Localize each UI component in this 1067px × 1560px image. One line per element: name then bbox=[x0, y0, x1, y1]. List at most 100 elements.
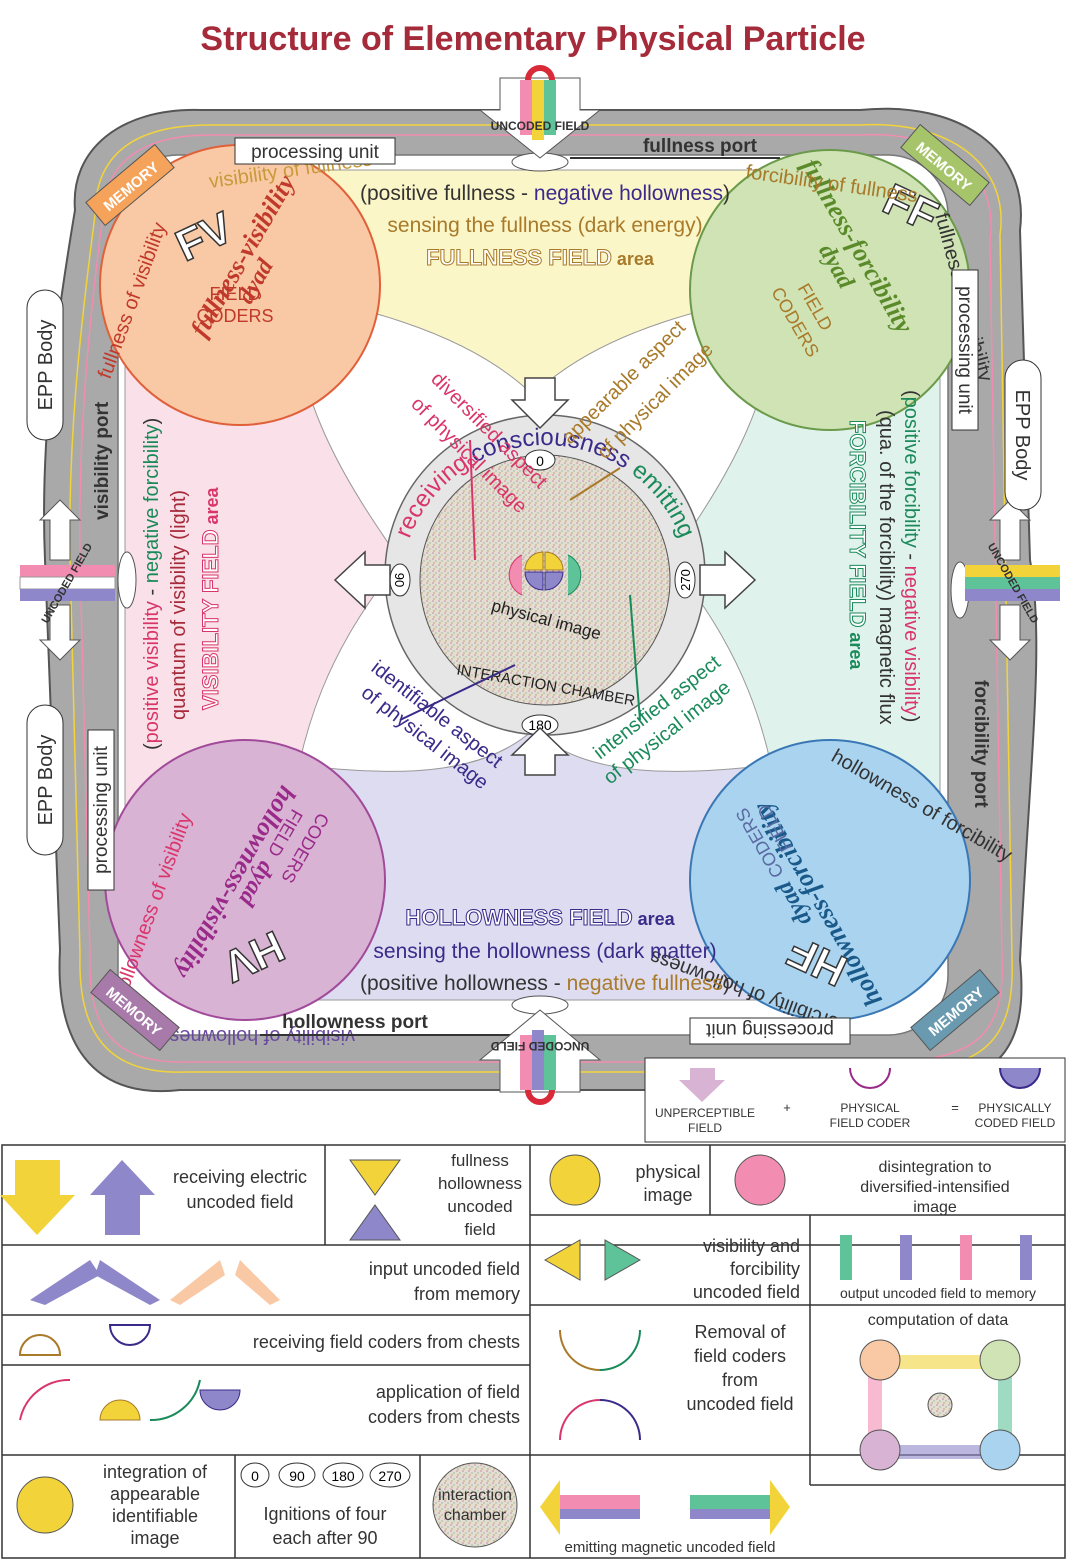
visibility-port-label: visibility port bbox=[92, 401, 113, 520]
legend-application: application of field coders from chests bbox=[19, 1378, 520, 1427]
hollowness-polarity: (positive hollowness - negative fullness… bbox=[360, 972, 730, 995]
visibility-port: visibility port bbox=[92, 401, 137, 609]
svg-text:processing unit: processing unit bbox=[954, 286, 975, 415]
svg-text:integration of: integration of bbox=[103, 1462, 208, 1482]
svg-text:UNPERCEPTIBLE: UNPERCEPTIBLE bbox=[655, 1106, 755, 1120]
left-uncoded-field-arrow: UNCODED FIELD bbox=[19, 499, 116, 661]
svg-text:uncoded: uncoded bbox=[447, 1197, 512, 1216]
svg-text:appearable: appearable bbox=[110, 1484, 200, 1504]
svg-text:FIELD: FIELD bbox=[688, 1121, 722, 1135]
forcibility-area-label: FORCIBILITY FIELD area bbox=[845, 420, 870, 670]
svg-text:from: from bbox=[722, 1370, 758, 1390]
ignition-270: 270 bbox=[678, 569, 693, 591]
svg-text:90: 90 bbox=[289, 1468, 305, 1484]
bottom-uncoded-label: UNCODED FIELD bbox=[490, 1039, 589, 1053]
fv-coders-2: CODERS bbox=[196, 306, 273, 326]
legend-interaction-chamber: interaction chamber bbox=[432, 1462, 518, 1548]
fullness-port: fullness port bbox=[511, 136, 780, 172]
fullness-port-label: fullness port bbox=[643, 136, 758, 157]
svg-text:receiving electric: receiving electric bbox=[173, 1167, 307, 1187]
fullness-sense: sensing the fullness (dark energy) bbox=[387, 214, 702, 237]
hv-arc-side: visibility of hollowness bbox=[159, 1025, 355, 1047]
svg-text:identifiable: identifiable bbox=[112, 1506, 198, 1526]
epp-body-right: EPP Body bbox=[1004, 359, 1042, 511]
svg-text:coders from chests: coders from chests bbox=[368, 1407, 520, 1427]
svg-text:computation of data: computation of data bbox=[868, 1312, 1009, 1329]
svg-text:processing unit: processing unit bbox=[91, 745, 112, 874]
svg-text:+: + bbox=[783, 1100, 791, 1115]
hollowness-sense: sensing the hollowness (dark matter) bbox=[373, 940, 716, 963]
visibility-quantum: quantum of visibility (light) bbox=[168, 490, 190, 720]
page-title: Structure of Elementary Physical Particl… bbox=[200, 20, 865, 58]
svg-text:fullness: fullness bbox=[451, 1151, 509, 1170]
epp-body-left-top: EPP Body bbox=[26, 289, 64, 441]
ignition-180: 180 bbox=[528, 717, 552, 733]
top-uncoded-field-arrow: UNCODED FIELD bbox=[478, 65, 602, 159]
svg-text:emitting magnetic uncoded fiel: emitting magnetic uncoded field bbox=[565, 1539, 776, 1556]
ignition-90: 90 bbox=[392, 573, 407, 587]
legend-input-memory: input uncoded field from memory bbox=[30, 1259, 520, 1305]
svg-text:interaction: interaction bbox=[438, 1487, 512, 1504]
svg-text:image: image bbox=[913, 1199, 957, 1216]
center-arrows bbox=[333, 377, 757, 776]
legend-disintegration: disintegration to diversified-intensifie… bbox=[734, 1154, 1010, 1216]
legend-emitting-magnetic: emitting magnetic uncoded field bbox=[540, 1480, 790, 1556]
legend-receiving-electric: receiving electric uncoded field bbox=[0, 1160, 307, 1235]
fullness-polarity: (positive fullness - negative hollowness… bbox=[360, 182, 730, 205]
svg-text:270: 270 bbox=[378, 1468, 402, 1484]
svg-text:disintegration to: disintegration to bbox=[879, 1159, 992, 1176]
legend-output-memory: output uncoded field to memory bbox=[840, 1235, 1036, 1301]
top-uncoded-label: UNCODED FIELD bbox=[491, 119, 590, 133]
svg-text:output uncoded field to memory: output uncoded field to memory bbox=[840, 1285, 1036, 1301]
legend-integration: integration of appearable identifiable i… bbox=[16, 1462, 208, 1548]
svg-text:each after 90: each after 90 bbox=[272, 1528, 377, 1548]
processing-unit-top: processing unit bbox=[234, 137, 396, 165]
processing-unit-left: processing unit bbox=[87, 729, 115, 891]
svg-text:visibility and: visibility and bbox=[703, 1236, 800, 1256]
fullness-area-label: FULLNESS FIELD area bbox=[426, 245, 655, 270]
legend-ignitions: 0 90 180 270 Ignitions of four each afte… bbox=[240, 1462, 411, 1548]
svg-text:image: image bbox=[643, 1185, 692, 1205]
svg-text:processing unit: processing unit bbox=[705, 1019, 834, 1040]
interaction-chamber: receiving consciousness emitting 0 90 18… bbox=[384, 414, 706, 736]
svg-text:PHYSICAL: PHYSICAL bbox=[840, 1101, 900, 1115]
hollowness-port: hollowness port bbox=[260, 995, 569, 1036]
hollowness-area-label: HOLLOWNESS FIELD area bbox=[405, 905, 675, 930]
svg-text:PHYSICALLY: PHYSICALLY bbox=[978, 1101, 1051, 1115]
forcibility-flux: (qua. of the forcibility) magnetic flux bbox=[875, 410, 897, 725]
visibility-area-label: VISIBILITY FIELD area bbox=[198, 486, 223, 710]
epp-body-left-bottom: EPP Body bbox=[26, 704, 64, 856]
svg-text:chamber: chamber bbox=[444, 1507, 507, 1524]
svg-text:hollowness: hollowness bbox=[438, 1174, 522, 1193]
visibility-polarity: (positive visibility - negative forcibil… bbox=[141, 418, 163, 750]
svg-text:application of field: application of field bbox=[376, 1382, 520, 1402]
legend-computation: computation of data bbox=[859, 1312, 1021, 1471]
svg-text:Ignitions of four: Ignitions of four bbox=[263, 1504, 386, 1524]
svg-text:uncoded field: uncoded field bbox=[693, 1282, 800, 1302]
svg-text:CODED FIELD: CODED FIELD bbox=[975, 1116, 1056, 1130]
fv-coders-1: FIELD bbox=[209, 284, 260, 304]
forcibility-polarity: (positive forcibility - negative visibil… bbox=[900, 390, 922, 722]
svg-text:=: = bbox=[951, 1100, 959, 1115]
svg-text:uncoded field: uncoded field bbox=[186, 1192, 293, 1212]
hollowness-port-label: hollowness port bbox=[282, 1012, 428, 1033]
svg-text:field coders: field coders bbox=[694, 1346, 786, 1366]
legend-grid bbox=[1, 1144, 1066, 1559]
svg-text:EPP Body: EPP Body bbox=[35, 320, 57, 411]
svg-text:Removal of: Removal of bbox=[694, 1322, 786, 1342]
svg-text:field: field bbox=[464, 1220, 495, 1239]
svg-text:forcibility: forcibility bbox=[730, 1259, 800, 1279]
svg-text:FIELD CODER: FIELD CODER bbox=[830, 1116, 911, 1130]
svg-text:image: image bbox=[130, 1528, 179, 1548]
svg-text:EPP Body: EPP Body bbox=[35, 735, 57, 826]
bottom-uncoded-field-arrow: UNCODED FIELD bbox=[478, 1009, 602, 1105]
legend-vf-uncoded: visibility and forcibility uncoded field bbox=[543, 1236, 800, 1302]
svg-text:EPP Body: EPP Body bbox=[1011, 390, 1033, 481]
legend-removal: Removal of field coders from uncoded fie… bbox=[559, 1322, 794, 1441]
field-line-pink bbox=[79, 133, 1003, 1063]
forcibility-port-label: forcibility port bbox=[970, 680, 991, 808]
processing-unit-bottom: processing unit bbox=[689, 1017, 851, 1045]
legend-physical-image: physical image bbox=[549, 1154, 701, 1206]
svg-text:physical: physical bbox=[635, 1162, 700, 1182]
formula-box: UNPERCEPTIBLE FIELD + PHYSICAL FIELD COD… bbox=[644, 1057, 1066, 1143]
